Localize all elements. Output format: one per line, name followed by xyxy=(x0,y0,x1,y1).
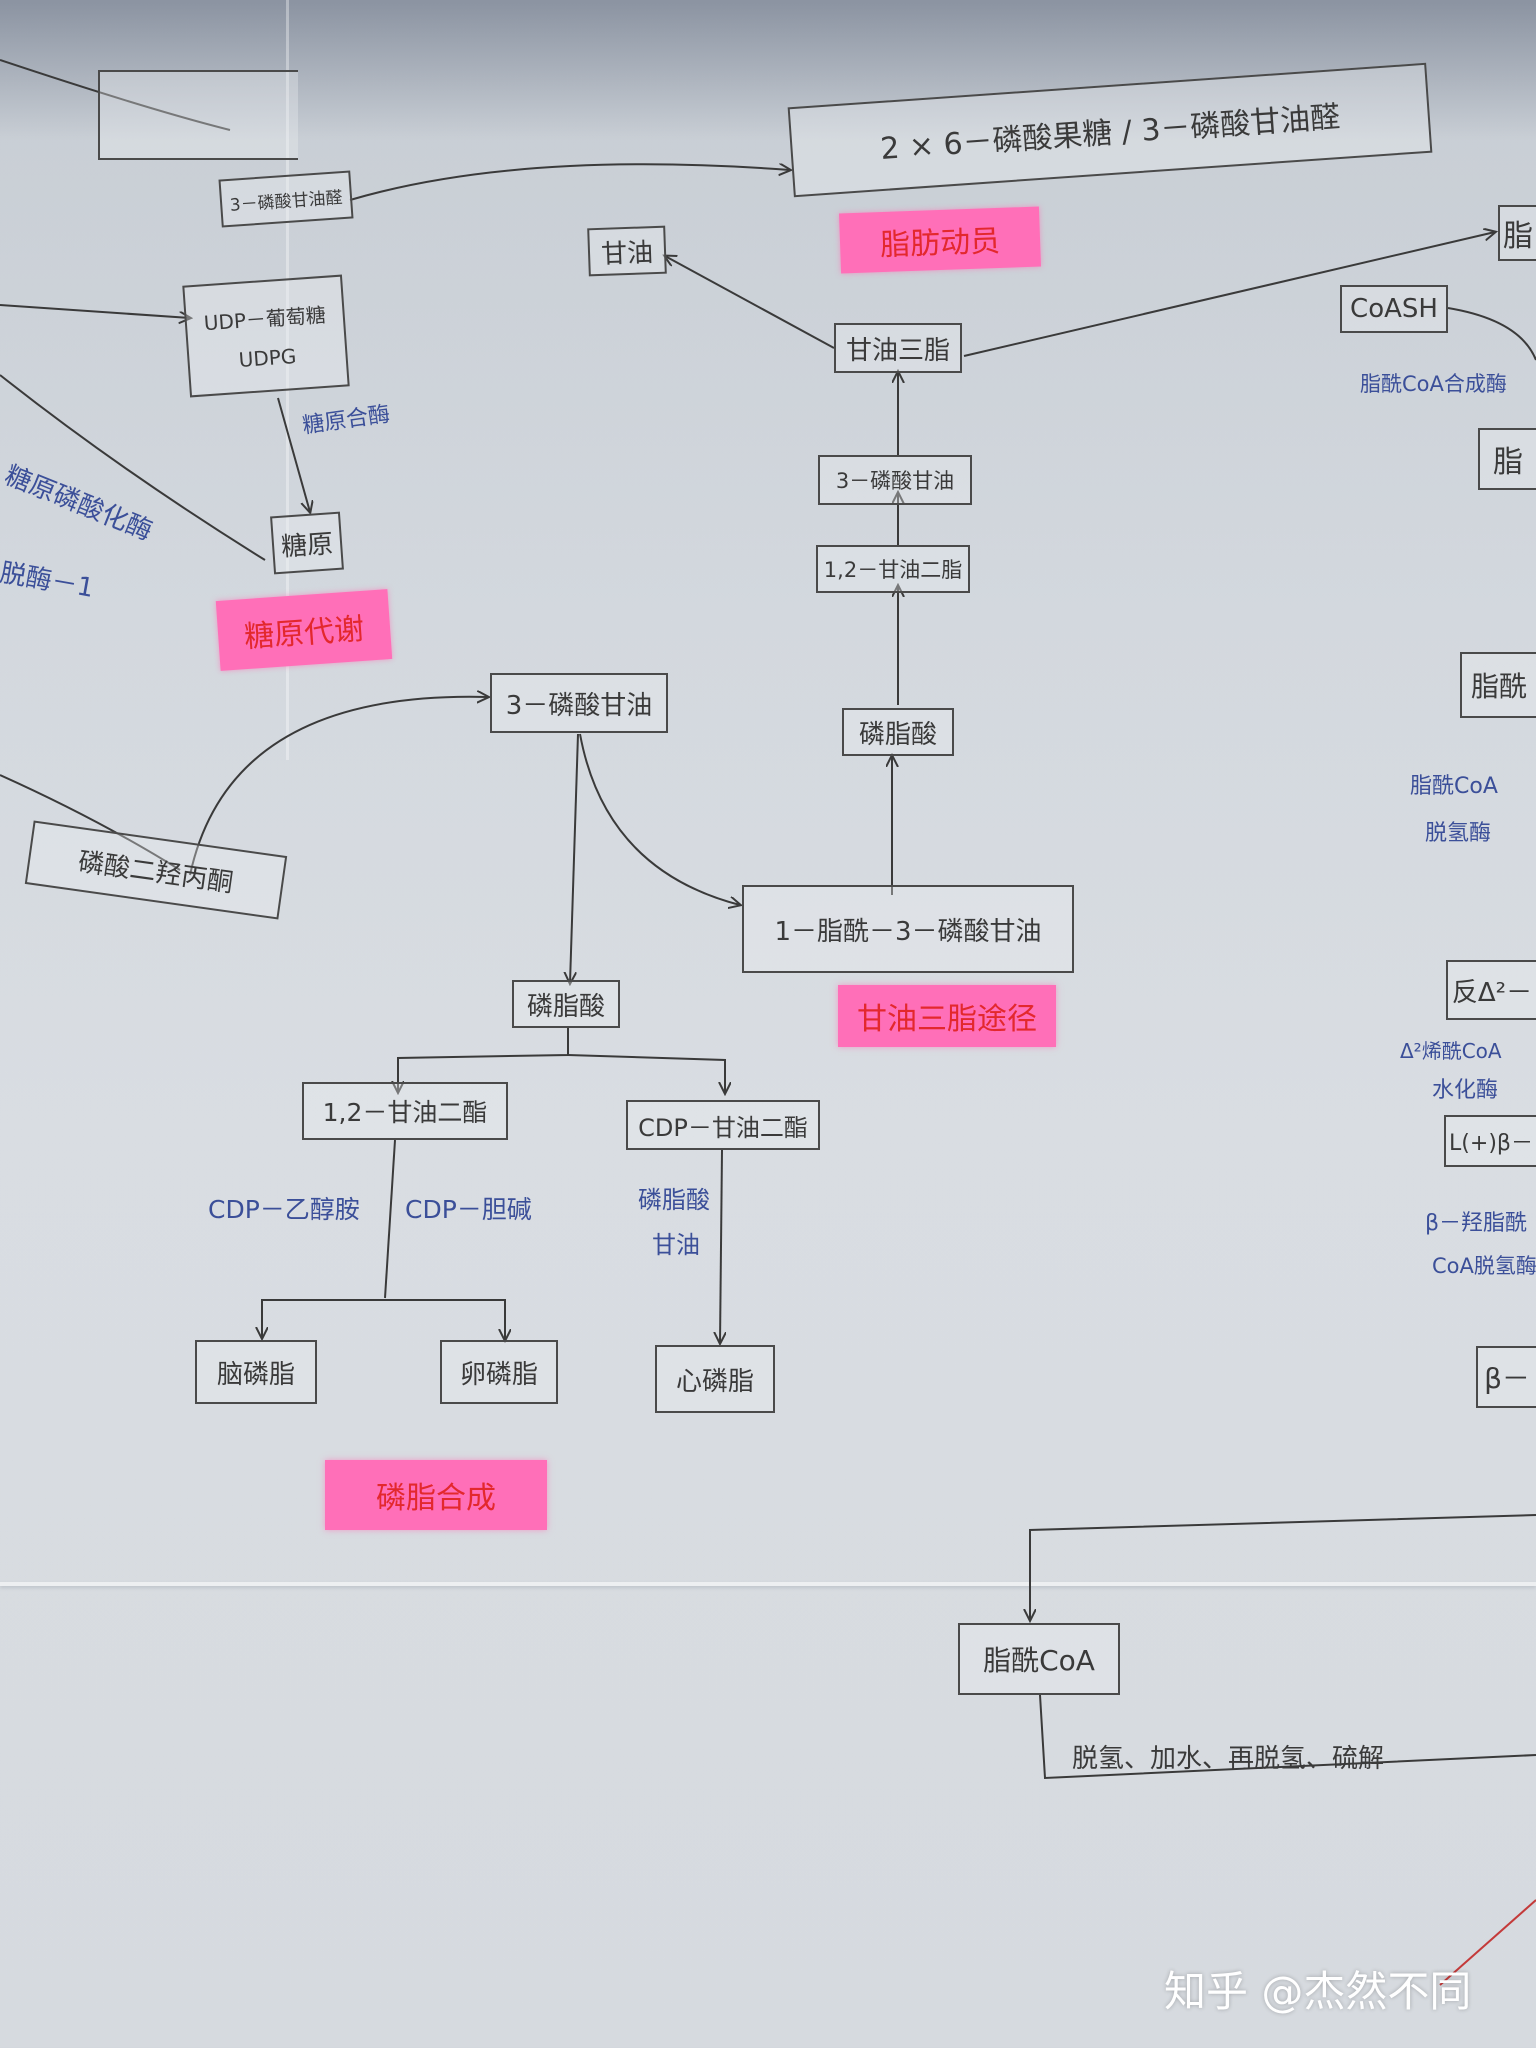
edge-red-corner xyxy=(1439,1899,1536,1986)
annotation-cdp-ethanolamine: CDP－乙醇胺 xyxy=(208,1195,360,1224)
node-cephalin: 脑磷脂 xyxy=(195,1340,317,1404)
node-right-trans: 反Δ²－ xyxy=(1446,960,1536,1020)
annotation-glycerol: 甘油 xyxy=(652,1231,700,1259)
node-right-lbeta: L(+)β－ xyxy=(1444,1115,1536,1167)
node-right-fat2: 脂 xyxy=(1478,428,1536,490)
udpg-label: UDPG xyxy=(237,343,298,372)
edge-left-to-dhap xyxy=(0,774,181,871)
node-phosphatidic-top: 磷脂酸 xyxy=(842,708,954,756)
highlight-phospholipid-synthesis: 磷脂合成 xyxy=(325,1460,547,1530)
annotation-hydroxyacyl-2: CoA脱氢酶 xyxy=(1432,1254,1536,1278)
edge-cdp-cardiolipin xyxy=(720,1149,722,1343)
node-phosphatidic-mid: 磷脂酸 xyxy=(512,980,620,1028)
annotation-phosphatidic-acid: 磷脂酸 xyxy=(638,1186,710,1214)
highlight-glycogen-metabolism: 糖原代谢 xyxy=(215,589,393,671)
node-triglyceride: 甘油三脂 xyxy=(834,323,962,373)
edge-top-left-curve xyxy=(0,59,231,131)
annotation-hydroxyacyl-1: β－羟脂酰 xyxy=(1425,1211,1528,1236)
annotation-acyl-coa-dehydrogenase-1: 脂酰CoA xyxy=(1410,774,1498,799)
edge-udpg-glycogen xyxy=(277,397,310,512)
node-udp-glucose: UDP－葡萄糖 UDPG xyxy=(182,274,350,398)
annotation-acyl-coa-dehydrogenase-2: 脱氢酶 xyxy=(1425,821,1492,846)
edge-coash-right xyxy=(1447,307,1536,361)
node-diacylglycerol-top: 1,2－甘油二脂 xyxy=(816,545,970,593)
node-glycerol-3p-top: 3－磷酸甘油 xyxy=(818,455,972,505)
highlight-tg-pathway: 甘油三脂途径 xyxy=(838,985,1056,1047)
watermark: 知乎 @杰然不同 xyxy=(1164,1967,1472,2016)
edge-dhap-g3p xyxy=(189,697,488,876)
edge-g3p-pa xyxy=(570,733,579,983)
node-lecithin: 卵磷脂 xyxy=(440,1340,558,1404)
node-coash: CoASH xyxy=(1340,285,1448,333)
node-right-acyl: 脂酰 xyxy=(1460,652,1536,718)
paper-fold-horizontal xyxy=(0,1582,1536,1586)
node-cardiolipin: 心磷脂 xyxy=(655,1345,775,1413)
node-right-fat: 脂 xyxy=(1498,205,1536,261)
node-g3p-aldehyde-small: 3－磷酸甘油醛 xyxy=(218,170,354,228)
annotation-cdp-choline: CDP－胆碱 xyxy=(405,1195,532,1224)
edge-tg-glycerol xyxy=(665,256,835,349)
edge-to-top-box xyxy=(349,164,790,201)
annotation-enoyl-coa-2: 水化酶 xyxy=(1432,1078,1499,1103)
node-cdp-dag: CDP－甘油二酯 xyxy=(626,1100,820,1150)
node-top-left-frame xyxy=(98,70,298,160)
paper-fold-vertical xyxy=(286,0,289,760)
node-acyl-glycerol-3p: 1－脂酰－3－磷酸甘油 xyxy=(742,885,1074,973)
node-glycerol: 甘油 xyxy=(587,225,667,277)
annotation-beta-oxidation-steps: 脱氢、加水、再脱氢、硫解 xyxy=(1072,1744,1385,1774)
node-glycerol-3p-mid: 3－磷酸甘油 xyxy=(490,673,668,733)
edge-dag-split xyxy=(384,1139,396,1299)
annotation-acyl-coa-synthetase: 脂酰CoA合成酶 xyxy=(1360,372,1507,396)
node-acyl-coa-bottom: 脂酰CoA xyxy=(958,1623,1120,1695)
annotation-enoyl-coa-1: Δ²烯酰CoA xyxy=(1400,1039,1502,1063)
node-right-beta: β－ xyxy=(1476,1346,1536,1408)
edge-g3p-acyl xyxy=(579,733,740,905)
highlight-fat-mobilization: 脂肪动员 xyxy=(839,206,1041,274)
edge-pa-dag-branch xyxy=(398,1028,569,1092)
edge-tg-right xyxy=(963,232,1495,357)
udp-glucose-label: UDP－葡萄糖 xyxy=(203,302,327,335)
edge-beta-oxidation xyxy=(1039,1694,1536,1780)
edge-glycogen-phosphorylase xyxy=(0,374,266,561)
node-diacylglycerol-mid: 1,2－甘油二酯 xyxy=(302,1082,508,1140)
edge-to-acyl-coa-bottom xyxy=(1030,1514,1536,1620)
edge-pa-cdp-branch xyxy=(567,1054,725,1093)
node-glycogen: 糖原 xyxy=(270,511,344,575)
edge-to-udpg xyxy=(0,304,190,318)
edge-split-bar xyxy=(261,1299,506,1336)
